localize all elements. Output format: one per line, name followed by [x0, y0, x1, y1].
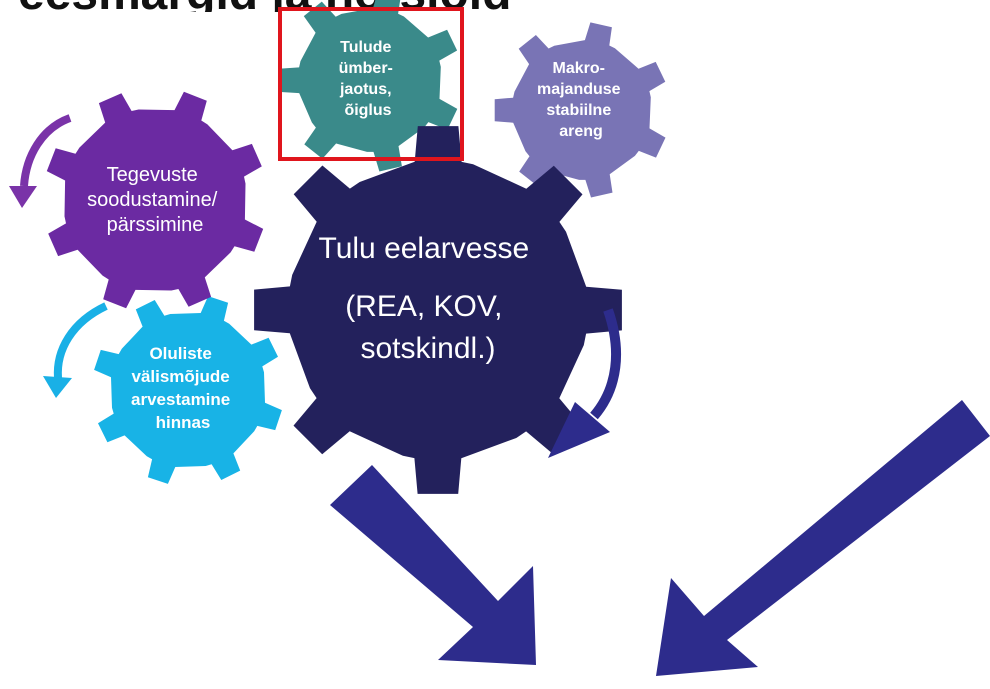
lavender-gear-line-1: Makro-	[553, 60, 605, 77]
navy-curved-arrow-icon	[548, 308, 622, 458]
center-gear-line-1: Tulu eelarvesse	[318, 232, 529, 265]
purple-curved-arrow-icon	[9, 114, 72, 208]
teal-gear-line-3: jaotus,	[339, 81, 392, 98]
cyan-gear-line-3: arvestamine	[131, 390, 230, 409]
cyan-gear-line-2: välismõjude	[132, 367, 230, 386]
teal-gear-line-1: Tulude	[340, 39, 391, 56]
teal-gear: Tulude ümber- jaotus, õiglus	[278, 0, 458, 172]
down-right-arrow-icon	[330, 465, 536, 665]
teal-gear-line-4: õiglus	[344, 102, 391, 119]
center-gear-line-2: (REA, KOV,	[345, 290, 502, 323]
center-gear-line-3: sotskindl.)	[360, 332, 495, 365]
purple-gear: Tegevuste soodustamine/ pärssimine	[46, 91, 264, 309]
svg-text:Makro- majanduse s: Makro- majanduse stabiilne areng	[537, 60, 625, 140]
svg-text:Tulu eelarvesse (REA, KO: Tulu eelarvesse (REA, KOV, sotskindl.)	[318, 232, 537, 365]
lavender-gear: Makro- majanduse stabiilne areng	[494, 22, 666, 198]
lavender-gear-line-3: stabiilne	[546, 102, 611, 119]
purple-gear-line-1: Tegevuste	[107, 164, 198, 186]
cyan-gear-line-4: hinnas	[156, 413, 211, 432]
center-gear: Tulu eelarvesse (REA, KOV, sotskindl.)	[254, 126, 622, 494]
svg-text:Oluliste välismõjude: Oluliste välismõjude arvestamine hinnas	[131, 344, 235, 432]
highlight-box	[278, 7, 464, 161]
cyan-gear-line-1: Oluliste	[149, 344, 211, 363]
teal-gear-line-2: ümber-	[339, 60, 393, 77]
lavender-gear-line-4: areng	[559, 123, 603, 140]
svg-text:Tulude ümber- jaot: Tulude ümber- jaotus, õiglus	[339, 39, 398, 119]
svg-text:Tegevuste soodustamine/: Tegevuste soodustamine/ pärssimine	[87, 164, 223, 236]
lavender-gear-line-2: majanduse	[537, 81, 621, 98]
purple-gear-line-2: soodustamine/	[87, 189, 218, 211]
cyan-curved-arrow-icon	[43, 302, 108, 398]
down-left-arrow-icon	[656, 400, 990, 676]
cyan-gear: Oluliste välismõjude arvestamine hinnas	[94, 296, 282, 484]
purple-gear-line-3: pärssimine	[107, 214, 204, 236]
